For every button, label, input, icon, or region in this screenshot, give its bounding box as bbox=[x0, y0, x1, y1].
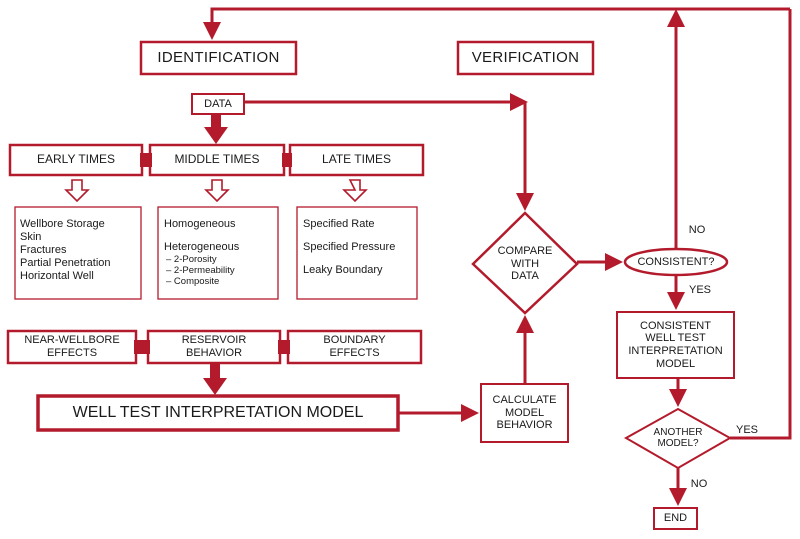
connector-near-reservoir bbox=[134, 340, 150, 354]
end-box bbox=[653, 507, 698, 530]
thick-arrow-data-head bbox=[204, 127, 228, 144]
middle-sub-item: – 2-Porosity bbox=[166, 254, 217, 265]
middle-sub-item: – Composite bbox=[166, 276, 220, 287]
calculate-line: BEHAVIOR bbox=[496, 419, 553, 432]
early-item: Skin bbox=[20, 231, 42, 243]
early-list-box bbox=[14, 206, 142, 300]
late-item: Specified Rate bbox=[303, 218, 375, 230]
early-list: Wellbore Storage Skin Fractures Partial … bbox=[20, 218, 140, 283]
connector-middle-late bbox=[282, 153, 292, 167]
consistent-model-line: CONSISTENT bbox=[640, 319, 711, 332]
consistent-model-line: MODEL bbox=[655, 357, 696, 370]
connector-reservoir-boundary bbox=[278, 340, 290, 354]
reservoir-label: RESERVOIR BEHAVIOR bbox=[148, 331, 280, 363]
middle-list-box bbox=[157, 206, 279, 300]
data-label: DATA bbox=[204, 97, 232, 110]
reservoir-line: RESERVOIR bbox=[181, 334, 247, 347]
end-label: END bbox=[663, 512, 688, 525]
late-list: Specified Rate Specified Pressure Leaky … bbox=[303, 218, 415, 277]
middle-sub-item: – 2-Permeability bbox=[166, 265, 235, 276]
calculate-line: CALCULATE bbox=[492, 394, 557, 407]
near-wellbore-line: NEAR-WELLBORE bbox=[24, 334, 120, 347]
early-hollow-arrow bbox=[64, 179, 90, 203]
yes-label-another: YES bbox=[735, 423, 758, 436]
compare-label: COMPARE WITH DATA bbox=[490, 240, 560, 288]
middle-heterogeneous: Heterogeneous bbox=[164, 241, 240, 253]
middle-hollow-arrow bbox=[204, 179, 230, 203]
near-wellbore-label: NEAR-WELLBORE EFFECTS bbox=[8, 331, 136, 363]
middle-list: Homogeneous Heterogeneous – 2-Porosity –… bbox=[164, 218, 276, 287]
another-line: ANOTHER bbox=[653, 426, 703, 438]
late-item: Specified Pressure bbox=[303, 241, 396, 253]
model-label: WELL TEST INTERPRETATION MODEL bbox=[72, 403, 364, 421]
connector-early-middle bbox=[140, 153, 152, 167]
compare-line: WITH bbox=[510, 257, 540, 270]
early-times-label: EARLY TIMES bbox=[36, 152, 116, 167]
identification-box bbox=[139, 40, 298, 76]
late-hollow-arrow bbox=[342, 179, 368, 203]
boundary-line: EFFECTS bbox=[329, 347, 380, 359]
compare-line: DATA bbox=[511, 270, 539, 283]
another-line: MODEL? bbox=[657, 438, 699, 449]
thick-arrow-model-head bbox=[203, 378, 227, 395]
thick-arrow-model-stem bbox=[210, 363, 220, 379]
calculate-label: CALCULATE MODEL BEHAVIOR bbox=[481, 384, 568, 442]
line-another-yes bbox=[730, 9, 792, 440]
identification-label: IDENTIFICATION bbox=[157, 49, 280, 67]
early-item: Partial Penetration bbox=[20, 257, 111, 269]
late-times-label: LATE TIMES bbox=[322, 152, 391, 167]
no-label-consistent: NO bbox=[688, 223, 706, 236]
compare-line: COMPARE bbox=[497, 245, 553, 258]
no-label-another: NO bbox=[690, 477, 708, 490]
middle-times-label: MIDDLE TIMES bbox=[174, 152, 260, 167]
consistent-model-line: INTERPRETATION bbox=[628, 345, 723, 357]
boundary-line: BOUNDARY bbox=[323, 334, 386, 347]
near-wellbore-line: EFFECTS bbox=[46, 347, 98, 359]
consistent-model-label: CONSISTENT WELL TEST INTERPRETATION MODE… bbox=[617, 312, 734, 378]
line-top-feedback bbox=[203, 7, 790, 40]
consistent-model-box bbox=[616, 311, 735, 379]
calculate-line: MODEL bbox=[504, 406, 545, 419]
verification-box bbox=[456, 40, 595, 76]
early-item: Wellbore Storage bbox=[20, 218, 105, 230]
boundary-label: BOUNDARY EFFECTS bbox=[288, 331, 421, 363]
yes-label-consistent: YES bbox=[688, 283, 711, 296]
another-model-label: ANOTHER MODEL? bbox=[640, 424, 716, 452]
late-list-box bbox=[296, 206, 418, 300]
middle-homogeneous: Homogeneous bbox=[164, 218, 236, 230]
early-item: Fractures bbox=[20, 244, 67, 256]
late-item: Leaky Boundary bbox=[303, 264, 383, 276]
compare-diamond bbox=[471, 211, 579, 315]
verification-label: VERIFICATION bbox=[471, 49, 580, 67]
thick-arrow-data-stem bbox=[211, 114, 221, 128]
consistent-model-line: WELL TEST bbox=[645, 332, 706, 345]
consistent-question-label: CONSISTENT? bbox=[637, 255, 715, 268]
reservoir-line: BEHAVIOR bbox=[185, 347, 243, 359]
early-item: Horizontal Well bbox=[20, 270, 94, 282]
